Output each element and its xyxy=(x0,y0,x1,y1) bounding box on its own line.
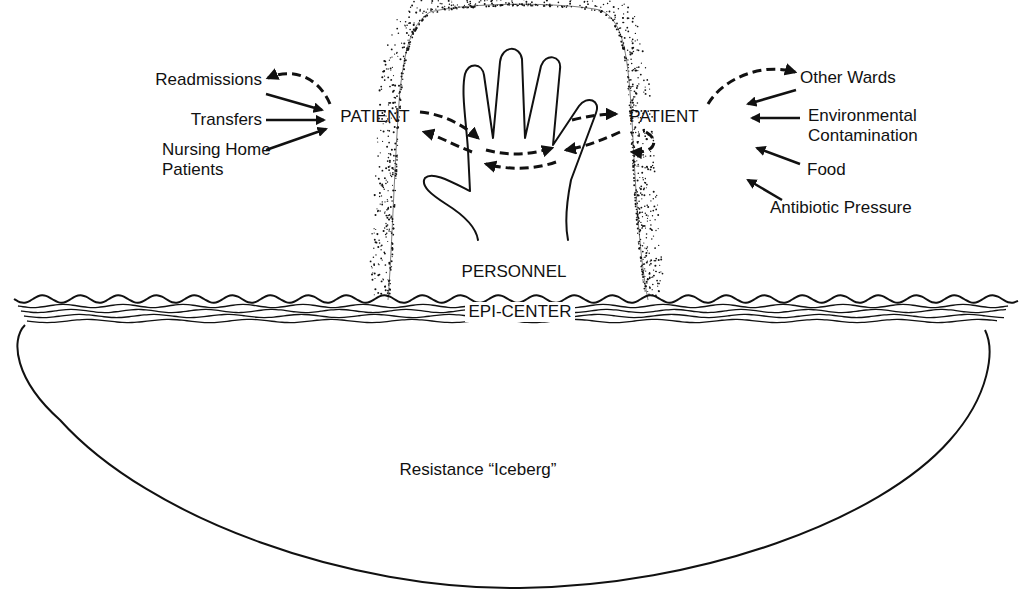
hand-outline xyxy=(424,49,597,240)
outline-path xyxy=(17,325,989,588)
solid-arrow xyxy=(752,117,800,120)
source-label: Antibiotic Pressure xyxy=(770,198,912,218)
source-label: PATIENT xyxy=(629,107,698,127)
source-label: Other Wards xyxy=(800,68,896,88)
solid-arrow xyxy=(266,119,324,122)
epicenter-label: EPI-CENTER xyxy=(465,302,576,322)
dashed-arrow xyxy=(268,74,330,104)
solid-arrow xyxy=(748,180,782,200)
dashed-arrow xyxy=(708,69,795,104)
source-label: Nursing Home Patients xyxy=(162,140,282,181)
dashed-arrow xyxy=(486,148,552,154)
solid-arrow xyxy=(266,129,326,150)
solid-arrow xyxy=(757,148,800,164)
dashed-arrow xyxy=(566,132,620,150)
source-label: PATIENT xyxy=(340,107,409,127)
iceberg-base: Resistance “Iceberg” xyxy=(10,318,1010,593)
source-label: Transfers xyxy=(191,110,262,130)
stipple xyxy=(370,0,664,296)
dashed-arrow xyxy=(572,114,616,120)
solid-arrow xyxy=(266,94,322,110)
transmission-arrows xyxy=(266,69,800,200)
source-label: Food xyxy=(807,160,846,180)
node-text: Resistance “Iceberg” xyxy=(400,460,557,480)
outline xyxy=(385,0,653,300)
outline xyxy=(10,318,1010,593)
outline-path xyxy=(388,4,648,300)
dashed-arrow xyxy=(632,132,654,152)
source-label: Readmissions xyxy=(155,70,262,90)
dashed-arrow xyxy=(424,132,472,152)
iceberg-tip: PERSONNEL xyxy=(385,0,653,300)
water-line xyxy=(14,295,1018,322)
node-text: PERSONNEL xyxy=(462,262,567,282)
source-label: Environmental Contamination xyxy=(808,106,948,147)
hand-drawing xyxy=(424,49,597,240)
solid-arrow xyxy=(748,90,796,104)
dashed-arrow xyxy=(486,162,556,168)
